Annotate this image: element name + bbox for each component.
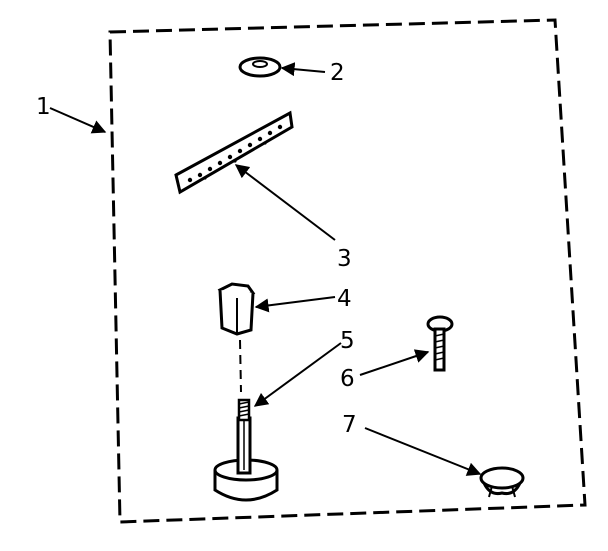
callout-5: 5 — [340, 328, 355, 354]
bolt-part — [426, 315, 454, 372]
callout-4: 4 — [337, 286, 352, 312]
nut-part — [217, 282, 256, 336]
clip-part — [479, 466, 525, 498]
leader-line-4 — [254, 296, 336, 313]
leader-line-3 — [234, 164, 336, 241]
callout-1: 1 — [36, 94, 51, 120]
leader-line-1 — [49, 107, 107, 134]
callout-3: 3 — [337, 246, 352, 272]
leader-line-7 — [364, 427, 482, 476]
callout-6: 6 — [340, 366, 355, 392]
assembly-line — [239, 339, 242, 393]
leader-line-2 — [280, 62, 326, 77]
leveling-leg-part — [213, 398, 279, 502]
callout-2: 2 — [330, 60, 345, 86]
leader-line-6 — [359, 349, 430, 376]
bracket-part — [174, 110, 294, 195]
leader-line-5 — [253, 342, 342, 407]
callout-7: 7 — [342, 412, 357, 438]
kit-boundary — [108, 18, 587, 524]
washer-part — [238, 56, 282, 78]
